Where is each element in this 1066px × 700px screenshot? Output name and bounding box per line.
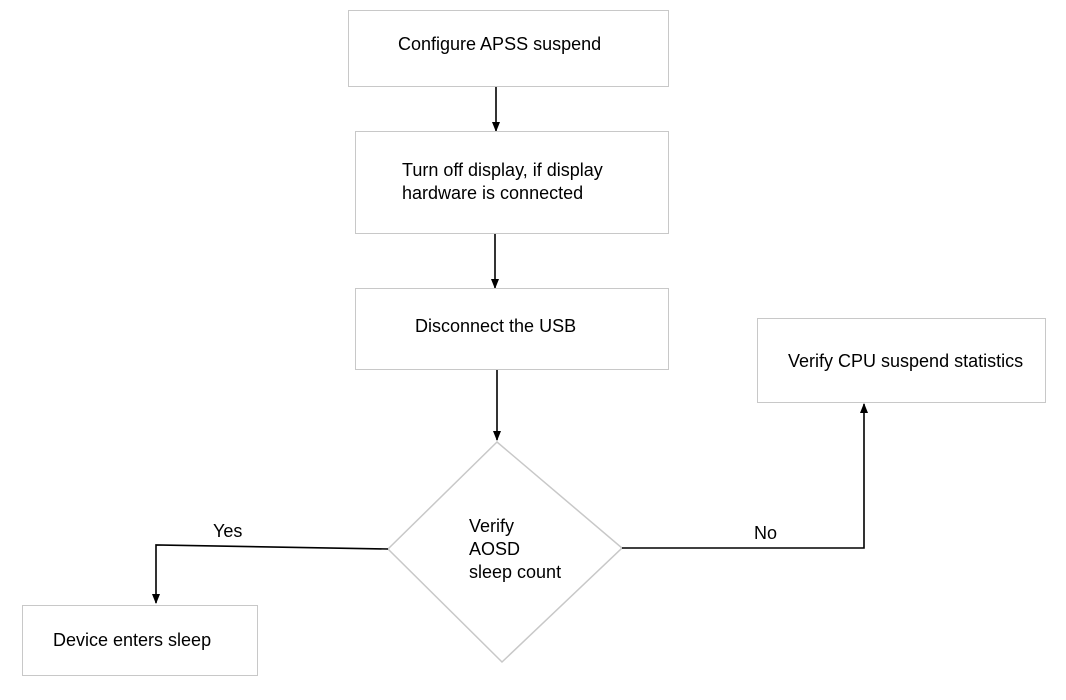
- verify-aosd-line-2: AOSD: [469, 539, 521, 559]
- yes-edge-label: Yes: [213, 521, 243, 541]
- verify-aosd-line-1: Verify: [469, 516, 515, 536]
- device-enters-sleep-box: [22, 605, 258, 676]
- configure-apss-suspend-box: [348, 10, 669, 87]
- verify-aosd-label: Verify AOSD sleep count: [469, 515, 561, 584]
- no-edge-label: No: [754, 523, 778, 543]
- verify-cpu-suspend-label: Verify CPU suspend statistics: [788, 351, 1024, 371]
- turn-off-display-line-2: hardware is connected: [402, 183, 584, 203]
- arrow-verify-to-sleep-yes: [152, 544, 389, 604]
- turn-off-display-box: [355, 131, 669, 234]
- disconnect-usb-label: Disconnect the USB: [415, 316, 577, 336]
- disconnect-usb-box: [355, 288, 669, 370]
- verify-cpu-suspend-box: [757, 318, 1046, 403]
- turn-off-display-label: Turn off display, if display hardware is…: [402, 159, 603, 205]
- verify-decision-diamond: [386, 440, 624, 664]
- arrow-verify-to-cpu-no: [622, 403, 868, 549]
- turn-off-display-line-1: Turn off display, if display: [402, 160, 603, 180]
- device-enters-sleep-label: Device enters sleep: [53, 630, 212, 650]
- verify-aosd-line-3: sleep count: [469, 562, 562, 582]
- configure-apss-suspend-label: Configure APSS suspend: [398, 34, 602, 54]
